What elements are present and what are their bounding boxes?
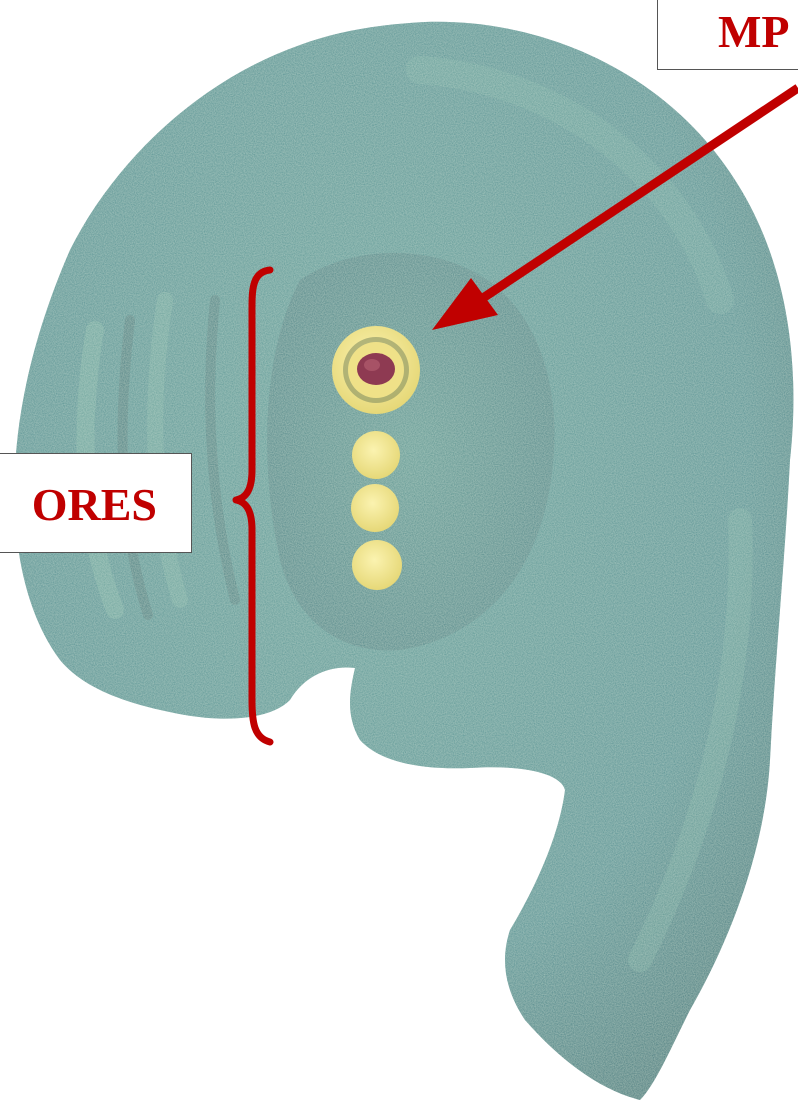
yellow-dot-2 [351,484,399,532]
embryo-body [15,22,794,1100]
yellow-dot-3 [352,540,402,590]
label-box-left: ORES [0,453,192,553]
ringed-structure-center-highlight [364,359,380,371]
label-top-text: MP [718,9,790,55]
label-box-top: MP [657,0,798,70]
yellow-dot-1 [352,431,400,479]
label-left-text: ORES [32,482,157,528]
